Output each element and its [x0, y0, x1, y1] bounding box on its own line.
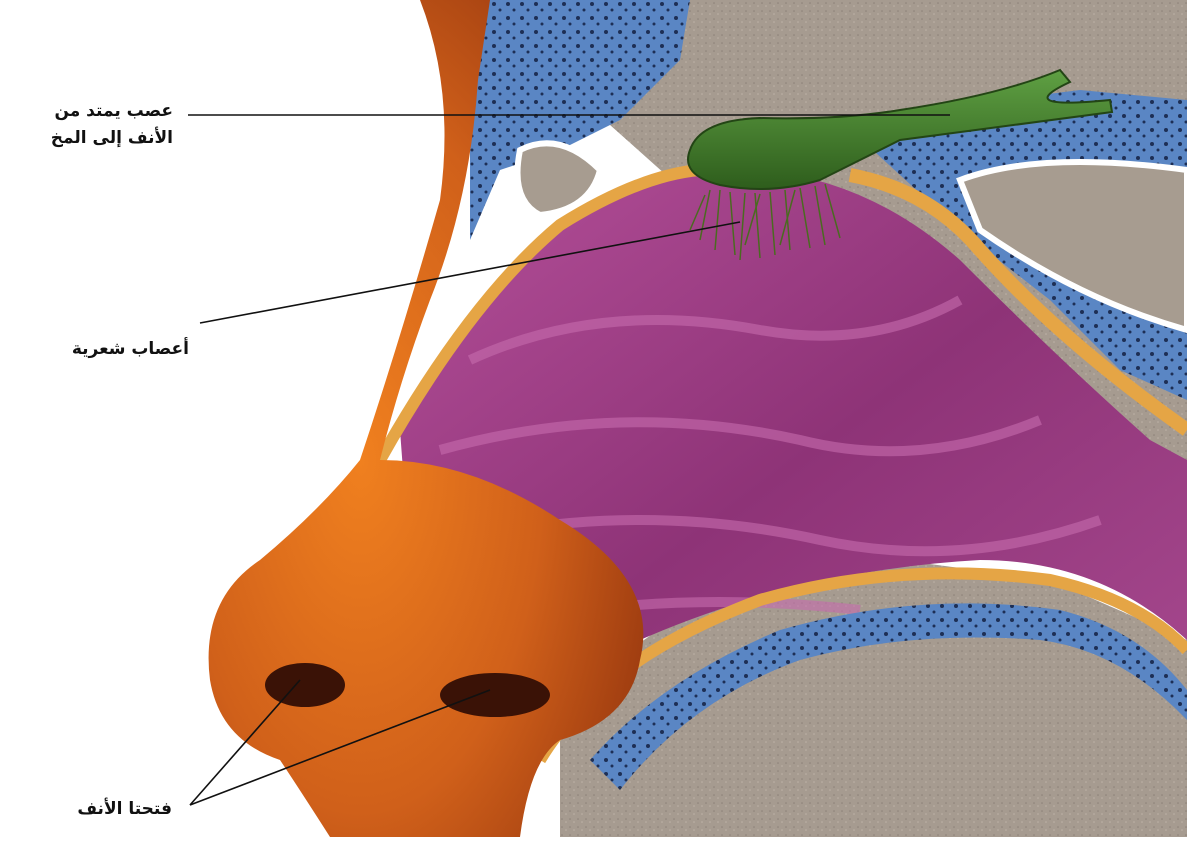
label-nerve-to-brain: عصب يمتد من الأنف إلى المخ — [51, 98, 173, 152]
right-nostril — [440, 673, 550, 717]
label-nostrils: فتحتا الأنف — [77, 796, 172, 823]
label-nerve-to-brain-line1: عصب يمتد من — [51, 98, 173, 125]
left-nostril — [265, 663, 345, 707]
label-hair-nerves: أعصاب شعرية — [72, 336, 189, 363]
label-nerve-to-brain-line2: الأنف إلى المخ — [51, 125, 173, 152]
